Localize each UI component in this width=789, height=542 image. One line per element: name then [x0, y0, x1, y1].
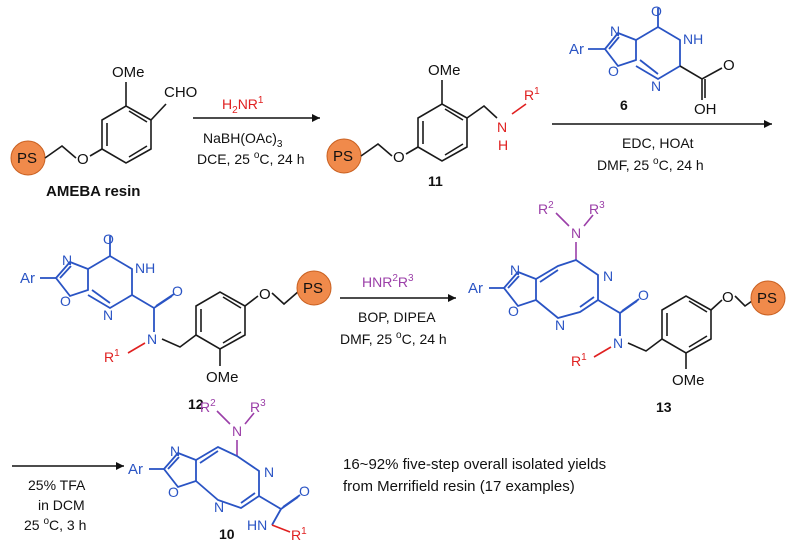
compound-10-number: 10 [219, 526, 235, 542]
lactam-nh: NH [135, 260, 155, 276]
oxazole-n: N [510, 262, 520, 278]
reagent-hnr2r3: HNR2R3 [362, 273, 414, 290]
amide-o: O [172, 283, 183, 299]
ether-o: O [259, 286, 271, 303]
compound-12-structure: Ar N O O NH N O N R1 OMe O PS [20, 231, 332, 386]
r3-label: R3 [589, 200, 605, 217]
compound-13-number: 13 [656, 399, 672, 415]
ether-o: O [722, 289, 734, 306]
amine-n: N [232, 423, 242, 439]
amine-h: H [498, 137, 508, 153]
amide-hn: HN [247, 517, 267, 533]
condition-nabh: NaBH(OAc)3 [203, 130, 283, 150]
pyrimidine-n-2: N [214, 499, 224, 515]
reagent-h2nr1: H2NR1 [222, 95, 264, 116]
condition-edc: EDC, HOAt [622, 135, 694, 151]
amine-n: N [571, 225, 581, 241]
pyrimidine-n-1: N [264, 464, 274, 480]
amide-o: O [299, 483, 310, 499]
arrowhead-3 [448, 294, 456, 302]
ome-label-1: OMe [112, 64, 145, 81]
lactam-nh: NH [683, 31, 703, 47]
compound-12-number: 12 [188, 396, 204, 412]
r1-label: R1 [524, 86, 540, 103]
compound-10-structure: R2 N R3 Ar N O N N O HN R1 [128, 398, 310, 542]
ar-label: Ar [468, 280, 483, 297]
condition-temp: 25 oC, 3 h [24, 516, 86, 533]
polystyrene-bead-icon [750, 280, 786, 316]
condition-bop: BOP, DIPEA [358, 309, 436, 325]
compound-6-structure: Ar N O O NH N O OH [569, 3, 735, 118]
pyrimidine-n-2: N [555, 317, 565, 333]
oxazole-o: O [168, 484, 179, 500]
r2-label: R2 [200, 398, 216, 415]
oxazole-n: N [610, 23, 620, 39]
ar-label: Ar [128, 461, 143, 478]
r1-label: R1 [291, 526, 307, 542]
pyrimidine-n-1: N [603, 268, 613, 284]
polystyrene-bead-icon [296, 270, 332, 306]
ome-label-4: OMe [672, 372, 705, 389]
oxazole-o: O [60, 293, 71, 309]
ome-label-2: OMe [428, 62, 461, 79]
carbonyl-o: O [103, 231, 114, 247]
pyrimidine-n: N [103, 307, 113, 323]
acid-o: O [723, 57, 735, 74]
r1-label: R1 [104, 348, 120, 365]
ps-label: PS [17, 150, 37, 167]
compound-11-number: 11 [428, 173, 443, 189]
yield-summary-line-1: 16~92% five-step overall isolated yields [343, 456, 606, 473]
r2-label: R2 [538, 200, 554, 217]
ps-label: PS [757, 290, 777, 307]
condition-dmf-1: DMF, 25 oC, 24 h [597, 156, 704, 173]
r1-label: R1 [571, 352, 587, 369]
ome-label-3: OMe [206, 369, 239, 386]
arrowhead-4 [116, 462, 124, 470]
cho-label: CHO [164, 84, 197, 101]
condition-dcm: in DCM [38, 497, 85, 513]
condition-tfa: 25% TFA [28, 477, 86, 493]
ether-o: O [77, 151, 89, 168]
oxazole-o: O [508, 303, 519, 319]
arrowhead-2 [764, 120, 772, 128]
condition-dmf-2: DMF, 25 oC, 24 h [340, 330, 447, 347]
oxazole-n: N [170, 443, 180, 459]
yield-summary-line-2: from Merrifield resin (17 examples) [343, 478, 575, 495]
ar-label: Ar [20, 270, 35, 287]
oxazole-n: N [62, 252, 72, 268]
pyrimidine-n: N [651, 78, 661, 94]
amide-n: N [613, 335, 623, 351]
ameba-resin-structure: PS O OMe CHO [10, 64, 197, 176]
ps-label: PS [303, 280, 323, 297]
arrowhead-1 [312, 114, 320, 122]
amide-n: N [147, 331, 157, 347]
compound-13-structure: R2 N R3 Ar N O N N O N R1 OMe O PS [468, 200, 786, 389]
amide-o: O [638, 287, 649, 303]
r3-label: R3 [250, 398, 266, 415]
ameba-resin-label: AMEBA resin [46, 183, 140, 200]
compound-11-structure: PS O OMe N H R1 [326, 62, 540, 174]
carbonyl-o: O [651, 3, 662, 19]
ar-label: Ar [569, 41, 584, 58]
acid-oh: OH [694, 101, 717, 118]
ether-o: O [393, 149, 405, 166]
amine-nh: N [497, 119, 507, 135]
condition-dce: DCE, 25 oC, 24 h [197, 150, 305, 167]
ps-label: PS [333, 148, 353, 165]
compound-6-number: 6 [620, 97, 628, 113]
oxazole-o: O [608, 63, 619, 79]
